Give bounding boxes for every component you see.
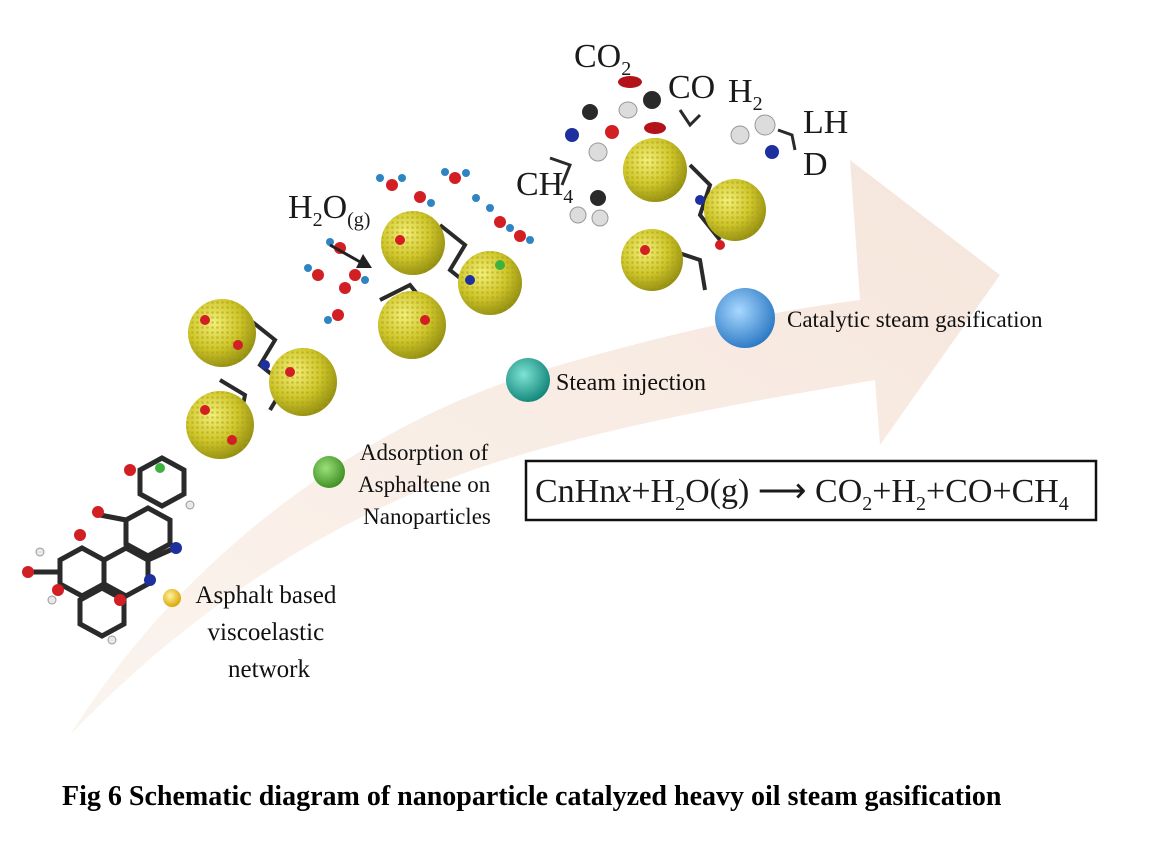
stage-label-catalytic-gasification: Catalytic steam gasification	[787, 307, 1043, 332]
nanoparticle-cluster-1	[186, 299, 337, 459]
stage-marker-adsorption	[313, 456, 345, 488]
product-gas-molecules	[549, 76, 797, 227]
product-label-ch4: CH4	[516, 166, 573, 208]
process-arrow	[70, 160, 1000, 735]
stage-label-asphalt: Asphalt based viscoelastic network	[195, 582, 342, 683]
product-label-h2: H2	[728, 73, 763, 115]
product-label-co2: CO2	[574, 38, 631, 80]
reaction-equation: CnHnx+H2O(g) ⟶ CO2+H2+CO+CH4	[535, 473, 1069, 515]
nanoparticle-cluster-2	[378, 211, 522, 359]
reactant-label: H2O(g)	[288, 189, 370, 231]
stage-marker-asphalt	[163, 589, 181, 607]
stage-marker-catalytic-gasification	[715, 288, 775, 348]
product-label-lhd-line1: LH	[803, 104, 848, 141]
equation-box	[524, 459, 1098, 522]
water-molecules	[304, 168, 534, 324]
asphalt-network-molecule	[22, 455, 195, 645]
stage-marker-steam-injection	[506, 358, 550, 402]
product-label-lhd-line2: D	[803, 146, 828, 183]
stage-label-adsorption: Adsorption of Asphaltene on Nanoparticle…	[358, 440, 496, 529]
stage-label-steam-injection: Steam injection	[556, 370, 706, 396]
nanoparticle-cluster-3	[621, 138, 766, 291]
figure-caption: Fig 6 Schematic diagram of nanoparticle …	[62, 781, 1002, 812]
injection-arrow	[329, 243, 372, 268]
product-label-co: CO	[668, 69, 715, 106]
